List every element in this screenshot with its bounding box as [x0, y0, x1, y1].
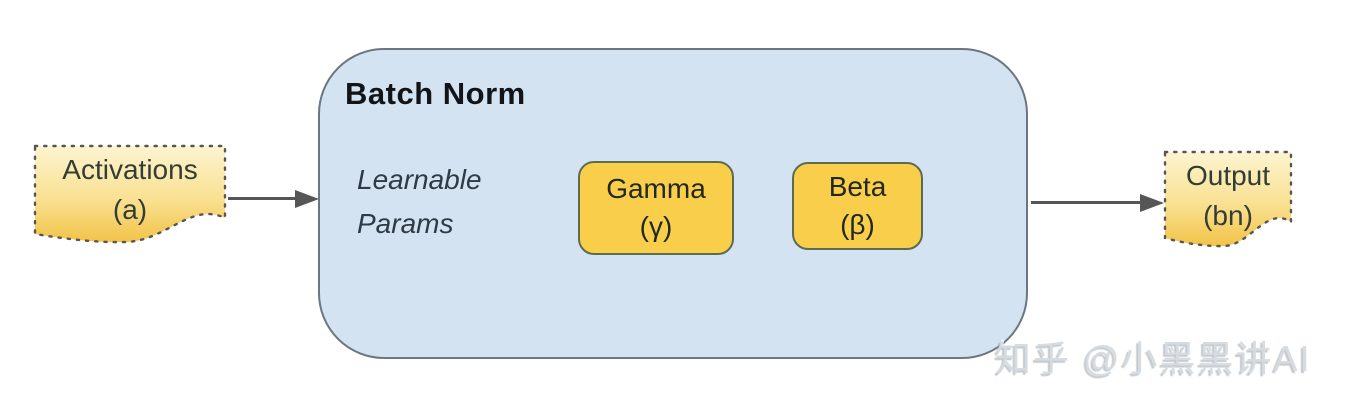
beta-param-node: Beta (β) [792, 162, 923, 250]
note-shape [1163, 150, 1293, 248]
input-arrow-line [228, 197, 298, 200]
batch-norm-title: Batch Norm [345, 76, 526, 111]
watermark: 知乎 @小黑黑讲AI [995, 338, 1312, 379]
activations-label: Activations (a) [62, 154, 198, 225]
learnable-params-label: Learnable Params [357, 164, 482, 239]
output-arrow-line [1031, 201, 1144, 204]
note-shape [33, 144, 227, 244]
output-node: Output (bn) [1163, 150, 1293, 252]
output-label: Output (bn) [1185, 160, 1271, 231]
input-arrow-head-icon [295, 190, 319, 208]
activations-input-node: Activations (a) [33, 144, 227, 248]
output-arrow-head-icon [1140, 194, 1164, 212]
gamma-param-node: Gamma (γ) [578, 161, 734, 255]
